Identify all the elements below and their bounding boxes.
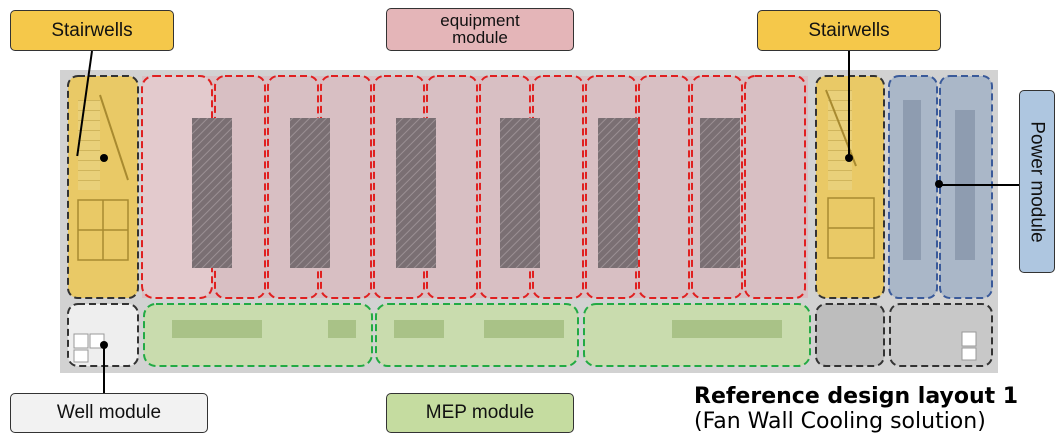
floor-plan	[60, 70, 998, 373]
stairwells-left-label: Stairwells	[10, 10, 174, 51]
layout-caption-title: Reference design layout 1	[694, 384, 1019, 409]
rack-row-4	[500, 118, 540, 268]
mep-module-label: MEP module	[386, 393, 574, 433]
rack-row-2	[290, 118, 330, 268]
rack-row-6	[700, 118, 740, 268]
layout-caption: Reference design layout 1 (Fan Wall Cool…	[694, 385, 1058, 433]
power-module-area	[888, 75, 993, 299]
layout-caption-subtitle: (Fan Wall Cooling solution)	[694, 409, 986, 435]
leader-power-module	[940, 184, 1019, 186]
mep-module-area	[143, 303, 811, 367]
mep-zone-2	[375, 303, 579, 367]
equipment-module-text: equipment module	[440, 11, 520, 47]
stairwells-right-text: Stairwells	[808, 19, 890, 41]
equipment-rack-zone-10	[638, 75, 690, 299]
stairwells-left-text: Stairwells	[51, 19, 133, 41]
leader-stairwells-right	[848, 51, 850, 157]
leader-dot-stairwells-left	[100, 154, 108, 162]
rack-row-5	[598, 118, 638, 268]
rack-row-3	[396, 118, 436, 268]
stairwells-right-label: Stairwells	[757, 10, 941, 51]
leader-dot-power-module	[935, 180, 943, 188]
leader-dot-stairwells-right	[845, 154, 853, 162]
equipment-module-area	[141, 75, 808, 299]
stairwell-left	[67, 75, 139, 299]
equipment-rack-zone-12	[744, 75, 806, 299]
equipment-module-label: equipment module	[386, 8, 574, 51]
well-module-text: Well module	[56, 402, 162, 423]
stairwell-right	[815, 75, 885, 299]
equipment-rack-zone-11	[691, 75, 743, 299]
power-module-label: Power module	[1019, 90, 1055, 273]
mep-module-text: MEP module	[425, 402, 535, 423]
floor-plan-svg	[60, 70, 998, 373]
auxiliary-module-area	[815, 303, 993, 367]
well-module-label: Well module	[10, 393, 208, 433]
leader-well-module	[103, 345, 105, 393]
rack-row-1	[192, 118, 232, 268]
power-module-text: Power module	[1027, 120, 1049, 243]
well-module-area	[67, 303, 139, 367]
leader-dot-well-module	[100, 341, 108, 349]
